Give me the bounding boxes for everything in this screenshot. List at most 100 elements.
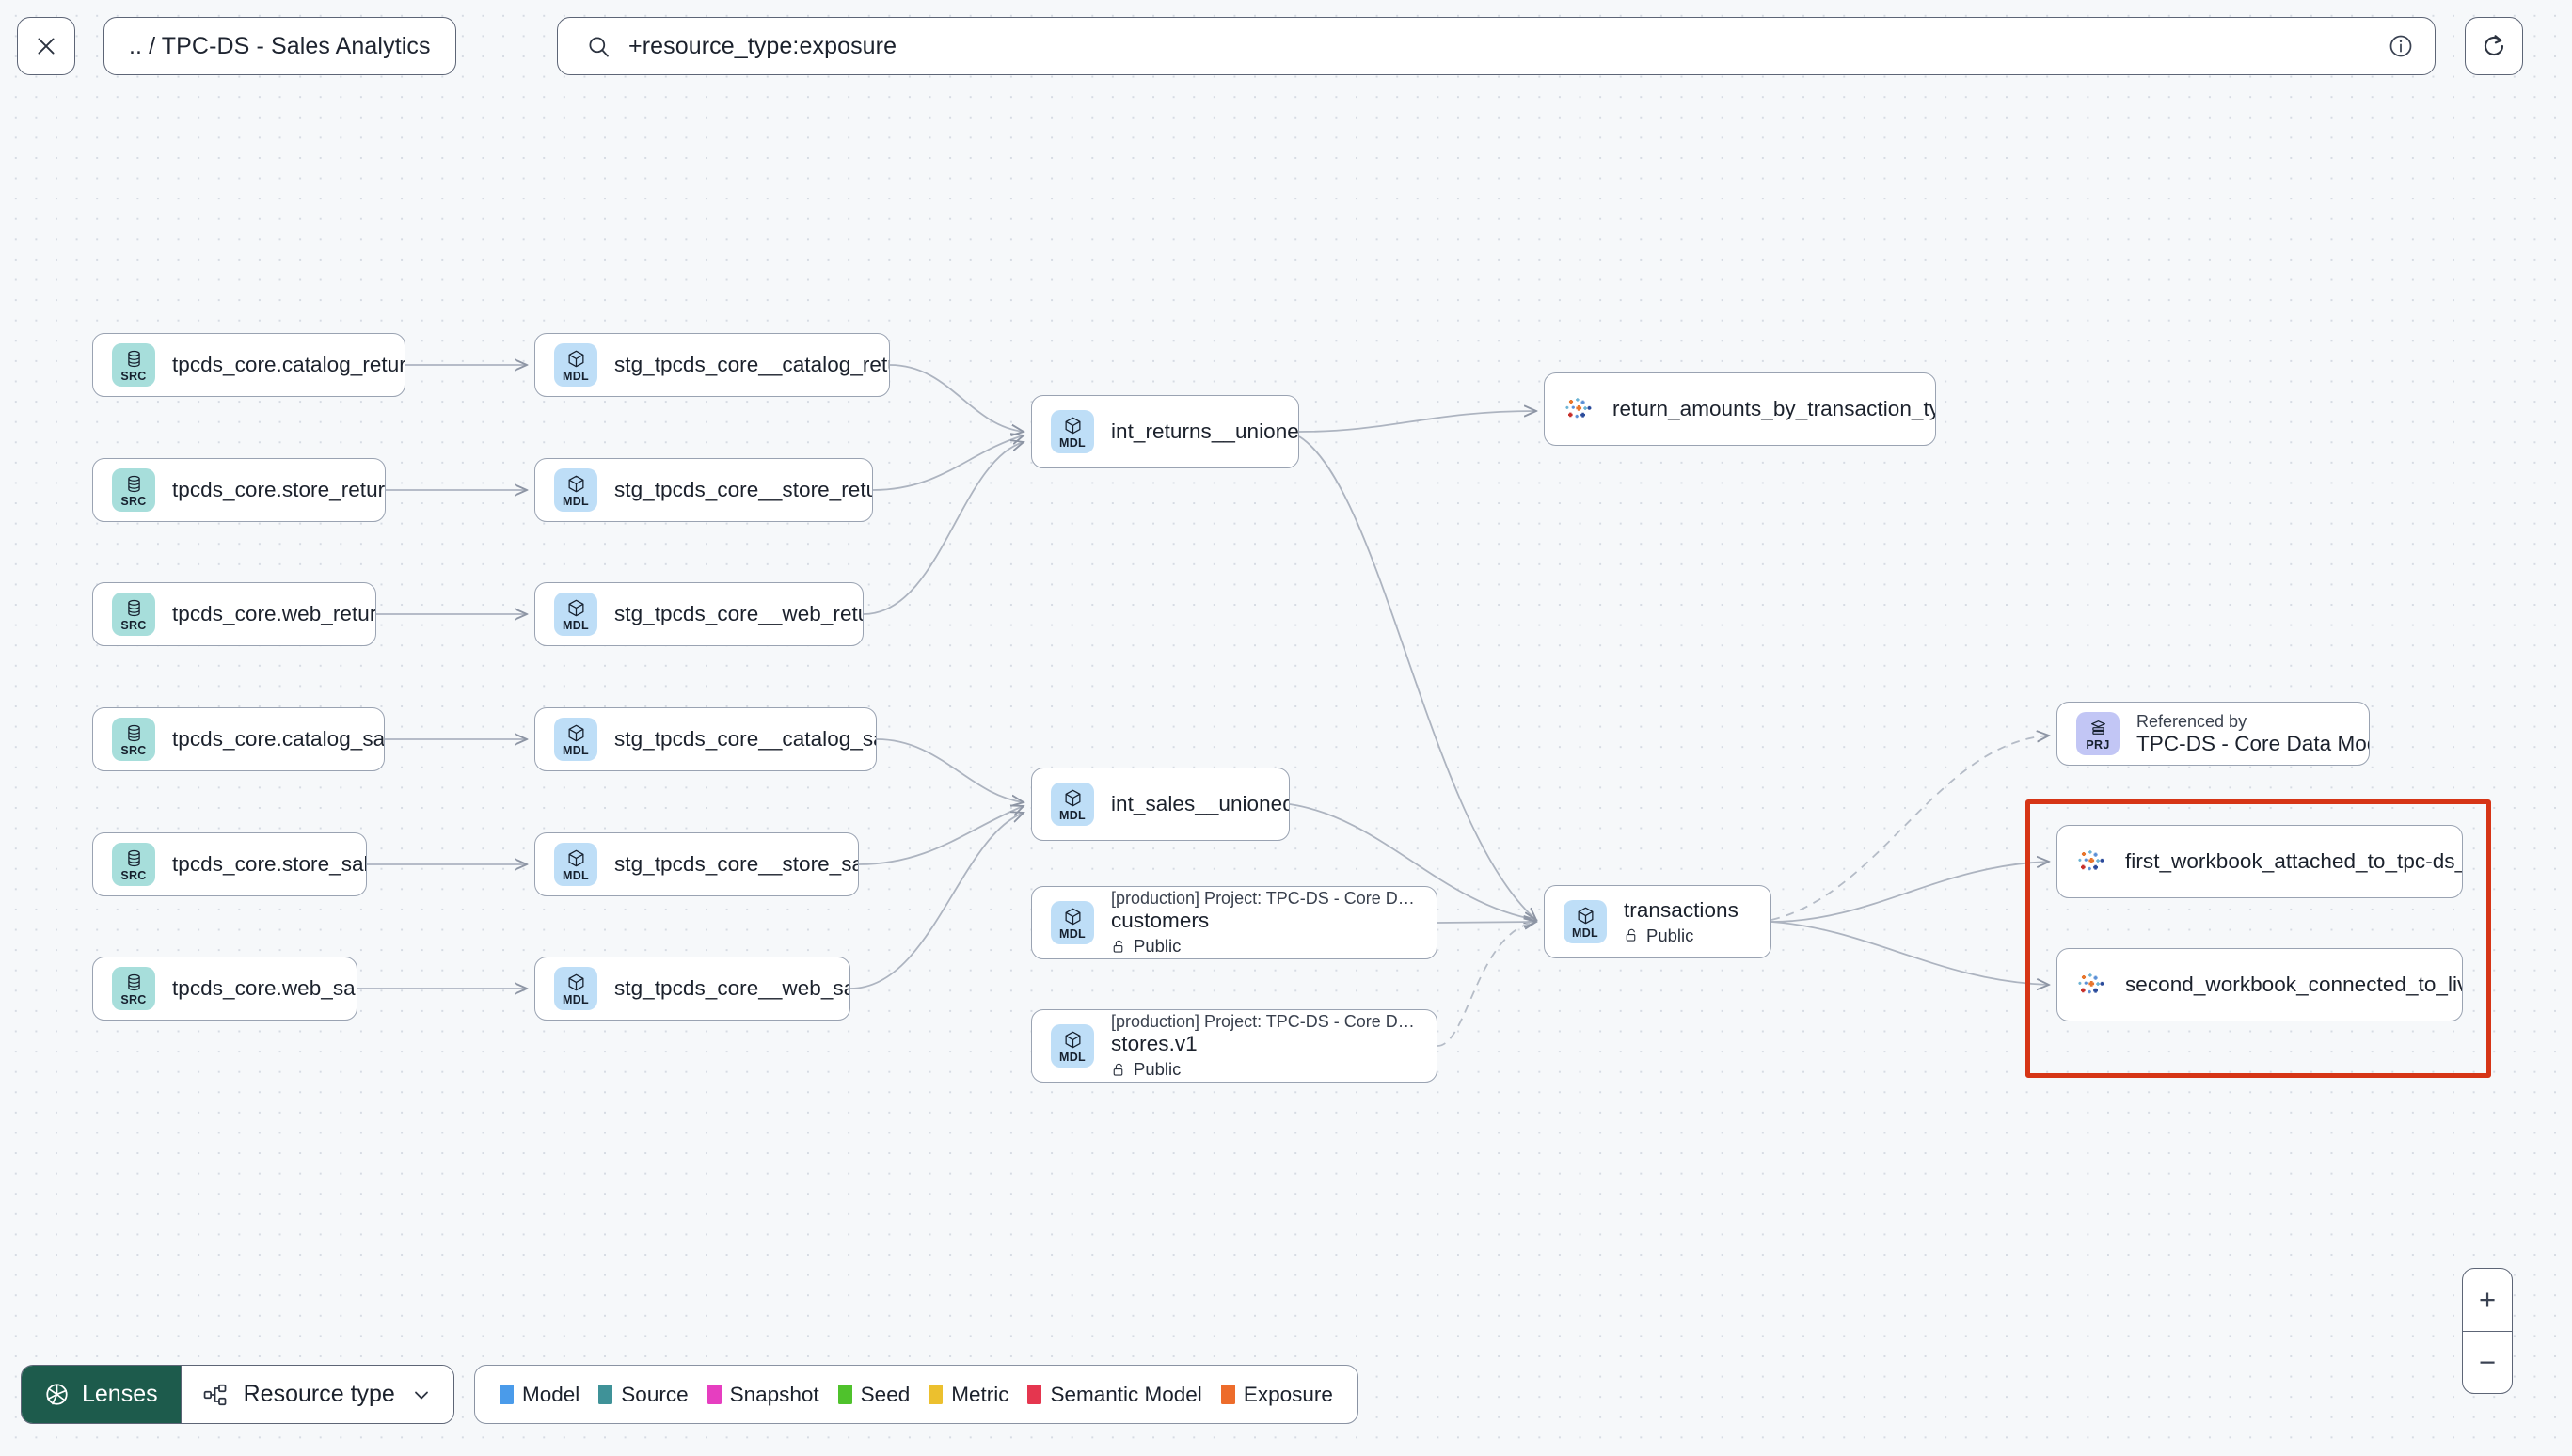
graph-node-second_workbook[interactable]: second_workbook_connected_to_live… [2056,948,2463,1021]
search-input[interactable]: +resource_type:exposure [557,17,2436,75]
node-badge-mdl: MDL [1051,783,1094,826]
graph-node-int_returns_unioned[interactable]: MDL int_returns__unioned [1031,395,1299,468]
node-badge-label: SRC [120,869,147,882]
node-body: stg_tpcds_core__catalog_returns [614,353,889,377]
graph-node-stg_web_returns[interactable]: MDL stg_tpcds_core__web_returns [534,582,864,646]
zoom-in-button[interactable]: + [2478,1283,2497,1317]
node-badge-mdl: MDL [1051,1024,1094,1068]
node-badge-src: SRC [112,593,155,636]
node-badge-label: MDL [563,993,589,1006]
node-title: customers [1111,909,1210,932]
legend-swatch [929,1385,944,1404]
graph-node-stg_store_returns[interactable]: MDL stg_tpcds_core__store_returns [534,458,873,522]
node-body: stg_tpcds_core__store_sales [614,852,858,877]
hierarchy-icon [203,1384,226,1405]
graph-node-src_web_returns[interactable]: SRC tpcds_core.web_returns [92,582,376,646]
legend-item-snapshot[interactable]: Snapshot [707,1383,819,1407]
graph-node-customers[interactable]: MDL [production] Project: TPC-DS - Core … [1031,886,1437,959]
resource-type-dropdown[interactable]: Resource type [180,1366,453,1423]
node-visibility-label: Public [1646,925,1694,945]
zoom-controls: + − [2462,1268,2513,1394]
breadcrumb[interactable]: .. / TPC-DS - Sales Analytics [103,17,456,75]
graph-node-src_store_returns[interactable]: SRC tpcds_core.store_returns [92,458,386,522]
legend-label: Metric [951,1382,1009,1406]
close-button[interactable] [17,17,75,75]
graph-node-src_catalog_sales[interactable]: SRC tpcds_core.catalog_sales [92,707,385,771]
legend-swatch [1220,1385,1235,1404]
legend-item-exposure[interactable]: Exposure [1220,1383,1333,1407]
database-icon [124,723,144,743]
graph-node-transactions[interactable]: MDL transactions Public [1544,885,1771,958]
node-visibility: Public [1624,926,1738,946]
node-body: transactions Public [1624,898,1752,946]
node-badge-src: SRC [112,967,155,1010]
graph-node-src_catalog_returns[interactable]: SRC tpcds_core.catalog_returns [92,333,405,397]
legend: Model Source Snapshot Seed Metric Semant… [474,1365,1358,1424]
node-body: [production] Project: TPC-DS - Core Data… [1111,889,1437,957]
node-body: tpcds_core.catalog_sales [172,727,384,752]
graph-node-first_workbook[interactable]: first_workbook_attached_to_tpc-ds_-_… [2056,825,2463,898]
graph-node-src_store_sales[interactable]: SRC tpcds_core.store_sales [92,832,367,896]
node-title: stg_tpcds_core__web_sales [614,976,849,1000]
graph-node-stg_catalog_sales[interactable]: MDL stg_tpcds_core__catalog_sales [534,707,877,771]
graph-node-int_sales_unioned[interactable]: MDL int_sales__unioned [1031,768,1290,841]
graph-node-return_amounts[interactable]: return_amounts_by_transaction_type [1544,372,1936,446]
search-query-text: +resource_type:exposure [628,32,897,59]
legend-swatch [500,1385,514,1404]
cube-icon [1063,416,1083,435]
cube-icon [566,973,586,992]
legend-item-seed[interactable]: Seed [837,1383,910,1407]
node-visibility: Public [1111,936,1423,957]
node-visibility-label: Public [1134,1059,1182,1079]
close-icon [38,38,55,55]
node-badge-label: MDL [1059,436,1086,450]
node-badge-mdl: MDL [554,343,597,387]
info-icon[interactable] [2388,33,2414,59]
node-badge-label: MDL [1059,1051,1086,1064]
node-badge-label: PRJ [2086,738,2110,752]
legend-label: Source [621,1382,689,1406]
graph-node-stg_catalog_returns[interactable]: MDL stg_tpcds_core__catalog_returns [534,333,890,397]
node-body: tpcds_core.store_sales [172,852,366,877]
database-icon [124,474,144,494]
graph-node-stg_web_sales[interactable]: MDL stg_tpcds_core__web_sales [534,957,850,1021]
node-badge-mdl: MDL [1051,901,1094,944]
node-body: return_amounts_by_transaction_type [1612,397,1935,421]
node-badge-prj: PRJ [2076,712,2120,755]
node-badge-src: SRC [112,343,155,387]
project-stack-icon [2088,718,2108,737]
cube-icon [566,848,586,868]
node-body: first_workbook_attached_to_tpc-ds_-_… [2125,849,2462,874]
lenses-label: Lenses [82,1381,158,1407]
node-visibility: Public [1111,1059,1423,1080]
graph-node-stg_store_sales[interactable]: MDL stg_tpcds_core__store_sales [534,832,859,896]
legend-item-semantic-model[interactable]: Semantic Model [1027,1383,1202,1407]
node-title: int_sales__unioned [1111,792,1289,815]
database-icon [124,848,144,868]
node-title: stg_tpcds_core__store_returns [614,478,872,501]
legend-item-model[interactable]: Model [500,1383,579,1407]
lens-control-group: Lenses Resource type [21,1365,454,1424]
node-badge-label: MDL [563,619,589,632]
zoom-out-button[interactable]: − [2463,1330,2512,1394]
lenses-button[interactable]: Lenses [22,1366,181,1423]
graph-node-stores_v1[interactable]: MDL [production] Project: TPC-DS - Core … [1031,1009,1437,1083]
graph-node-src_web_sales[interactable]: SRC tpcds_core.web_sales [92,957,357,1021]
node-badge-label: MDL [1572,926,1598,940]
node-badge-mdl: MDL [554,718,597,761]
node-title: int_returns__unioned [1111,419,1298,443]
legend-item-source[interactable]: Source [598,1382,689,1407]
cube-icon [566,349,586,369]
cube-icon [566,474,586,494]
node-title: stg_tpcds_core__web_returns [614,602,863,625]
refresh-button[interactable] [2465,17,2523,75]
node-title: first_workbook_attached_to_tpc-ds_-_… [2125,849,2462,873]
node-badge-label: SRC [120,993,147,1006]
node-title: stg_tpcds_core__catalog_returns [614,353,889,376]
node-title: second_workbook_connected_to_live… [2125,973,2462,996]
node-body: second_workbook_connected_to_live… [2125,973,2462,997]
cube-icon [1063,1030,1083,1050]
legend-item-metric[interactable]: Metric [929,1383,1008,1407]
